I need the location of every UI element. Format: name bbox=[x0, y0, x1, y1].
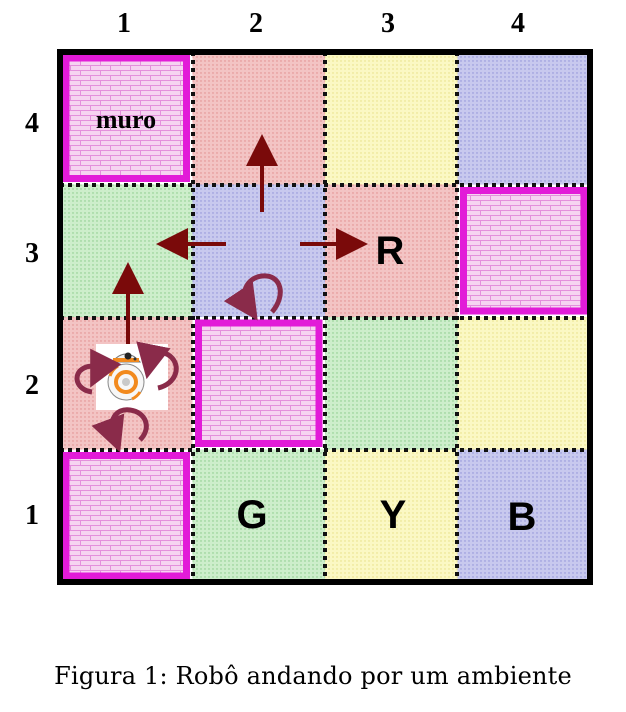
cell-letter-b: B bbox=[508, 495, 537, 539]
cell-2-3 bbox=[192, 184, 325, 317]
grid-outer-border bbox=[57, 49, 593, 585]
row-label-1: 1 bbox=[25, 500, 39, 531]
move-arrows-cell-2-3 bbox=[156, 134, 368, 260]
walls-layer bbox=[62, 54, 588, 580]
wall-cell-2-2 bbox=[195, 319, 323, 447]
robot-rotate-arrows bbox=[74, 341, 179, 453]
rotate-right-icon bbox=[136, 341, 179, 391]
cell-2-1 bbox=[192, 449, 325, 582]
cell-2-4 bbox=[192, 52, 325, 185]
cell-letter-y: Y bbox=[380, 493, 407, 537]
cell-4-2 bbox=[457, 317, 590, 450]
column-label-4: 4 bbox=[511, 8, 525, 39]
row-label-3: 3 bbox=[25, 238, 39, 269]
column-label-1: 1 bbox=[117, 8, 131, 39]
grid-world-diagram: muro R G Y B bbox=[57, 49, 593, 585]
cell-3-2 bbox=[325, 317, 458, 450]
cell-3-4 bbox=[325, 52, 458, 185]
row-label-4: 4 bbox=[25, 108, 39, 139]
rotate-arrow-icon bbox=[223, 273, 283, 321]
cell-4-4 bbox=[457, 52, 590, 185]
row-label-2: 2 bbox=[25, 370, 39, 401]
cell-letter-r: R bbox=[376, 229, 405, 273]
wall-cell-1-1 bbox=[62, 452, 190, 580]
figure-caption: Figura 1: Robô andando por um ambiente bbox=[54, 662, 572, 690]
cell-4-1 bbox=[457, 449, 590, 582]
grid-dividers bbox=[60, 52, 590, 582]
wall-cell-4-3 bbox=[460, 187, 588, 315]
cell-letter-g: G bbox=[236, 493, 267, 537]
column-label-2: 2 bbox=[249, 8, 263, 39]
wall-label: muro bbox=[96, 105, 156, 134]
cell-3-1 bbox=[325, 449, 458, 582]
column-label-3: 3 bbox=[381, 8, 395, 39]
rotate-down-icon bbox=[91, 407, 149, 453]
rotate-left-icon bbox=[74, 348, 122, 395]
wall-cell-1-4 bbox=[62, 54, 190, 182]
